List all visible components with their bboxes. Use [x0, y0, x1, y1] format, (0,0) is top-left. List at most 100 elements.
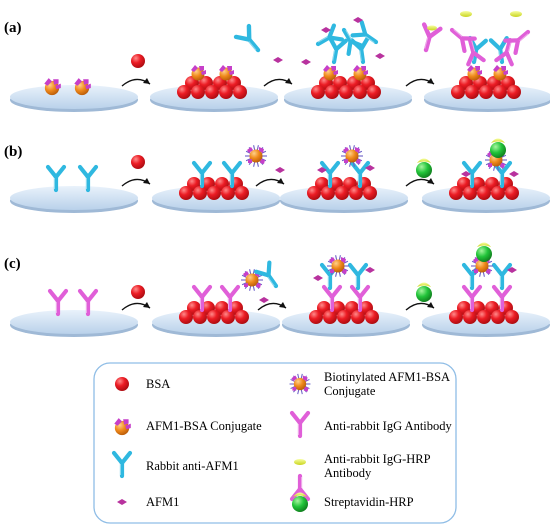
rabbit-antibody: [491, 262, 513, 291]
legend-label: Rabbit anti-AFM1: [146, 459, 239, 473]
legend-label: Conjugate: [324, 384, 376, 398]
bsa-sphere: [479, 85, 493, 99]
bsa-sphere: [505, 186, 519, 200]
biotinylated-conjugate: [327, 255, 349, 277]
arrow: [405, 302, 435, 311]
legend-label: BSA: [146, 377, 170, 391]
bsa-sphere: [115, 377, 129, 391]
afm1-molecule: [353, 17, 363, 23]
bsa-sphere: [335, 186, 349, 200]
afm1-molecule: [365, 267, 375, 273]
bsa-sphere: [205, 85, 219, 99]
bsa-sphere: [465, 85, 479, 99]
anti-rabbit-igg: [461, 284, 483, 313]
rabbit-antibody: [341, 27, 365, 57]
row-a: [10, 11, 550, 112]
streptavidin-hrp: [292, 492, 308, 512]
afm1-bsa-conjugate: [74, 78, 91, 96]
bsa-sphere: [351, 310, 365, 324]
legend-item-anti-rabbit-igg: Anti-rabbit IgG Antibody: [289, 410, 453, 439]
bsa-sphere: [309, 310, 323, 324]
bsa-sphere: [463, 186, 477, 200]
afm1-bsa-conjugate: [493, 65, 508, 81]
anti-rabbit-igg: [491, 284, 513, 313]
arrow: [255, 178, 285, 187]
bsa-sphere: [493, 85, 507, 99]
anti-rabbit-igg: [321, 284, 343, 313]
legend-label: Biotinylated AFM1-BSA: [324, 370, 450, 384]
anti-rabbit-igg: [349, 284, 371, 313]
bsa-sphere: [193, 186, 207, 200]
rabbit-antibody: [461, 160, 483, 189]
hrp-cap: [427, 25, 437, 31]
plate: [10, 186, 138, 213]
bsa-sphere: [131, 155, 145, 169]
afm1-molecule: [301, 59, 311, 65]
panel-label-c: (c): [4, 256, 21, 272]
bsa-sphere: [221, 186, 235, 200]
biotinylated-conjugate: [341, 145, 363, 167]
bsa-sphere: [363, 186, 377, 200]
afm1-bsa-conjugate: [114, 418, 131, 436]
bsa-sphere: [367, 85, 381, 99]
afm1-molecule: [507, 267, 517, 273]
afm1-bsa-conjugate: [467, 65, 482, 81]
arrow: [405, 178, 435, 187]
rabbit-antibody: [77, 164, 99, 193]
panel-label-b: (b): [4, 144, 22, 160]
assay-steps: [10, 11, 550, 337]
bsa-sphere: [219, 85, 233, 99]
afm1-molecule: [317, 167, 327, 173]
bsa-sphere: [325, 85, 339, 99]
bsa-sphere: [491, 186, 505, 200]
rabbit-antibody: [319, 160, 341, 189]
row-c: [10, 242, 550, 337]
afm1-bsa-conjugate: [323, 65, 338, 81]
biotinylated-conjugate: [289, 373, 311, 395]
arrow: [405, 78, 435, 87]
bsa-sphere: [177, 85, 191, 99]
afm1-molecule: [259, 297, 269, 303]
bsa-sphere: [365, 310, 379, 324]
afm1-molecule: [365, 165, 375, 171]
bsa-sphere: [463, 310, 477, 324]
afm1-molecule: [273, 57, 283, 63]
bsa-sphere: [131, 54, 145, 68]
anti-rabbit-igg: [219, 284, 241, 313]
rabbit-antibody: [254, 260, 279, 289]
afm1-molecule: [321, 27, 331, 33]
arrow: [263, 78, 293, 87]
streptavidin-hrp: [490, 138, 506, 158]
afm1-icon: [117, 499, 127, 505]
legend-label: AFM1: [146, 495, 179, 509]
biotinylated-conjugate-icon: [289, 373, 311, 395]
bsa-sphere: [193, 310, 207, 324]
bsa-sphere: [191, 85, 205, 99]
anti-rabbit-igg: [421, 22, 443, 53]
anti-rabbit-igg: [47, 288, 69, 317]
bsa-sphere: [339, 85, 353, 99]
rabbit-antibody: [221, 160, 243, 189]
bsa-sphere: [449, 310, 463, 324]
bsa-sphere: [477, 310, 491, 324]
row-b: [10, 138, 550, 213]
anti-rabbit-igg: [449, 27, 477, 54]
legend-label: Streptavidin-HRP: [324, 495, 414, 509]
arrow: [257, 302, 287, 311]
bsa-sphere: [321, 186, 335, 200]
afm1-molecule: [275, 167, 285, 173]
conjugate-icon: [114, 418, 131, 436]
bsa-sphere: [179, 310, 193, 324]
biotinylated-conjugate: [245, 145, 267, 167]
anti-rabbit-igg: [289, 410, 311, 439]
anti-rabbit-igg: [503, 29, 531, 56]
bsa-sphere: [491, 310, 505, 324]
arrow: [121, 302, 151, 311]
anti-rabbit-igg: [466, 37, 486, 67]
bsa-sphere: [349, 186, 363, 200]
afm1-molecule: [117, 499, 127, 505]
bsa-sphere: [323, 310, 337, 324]
